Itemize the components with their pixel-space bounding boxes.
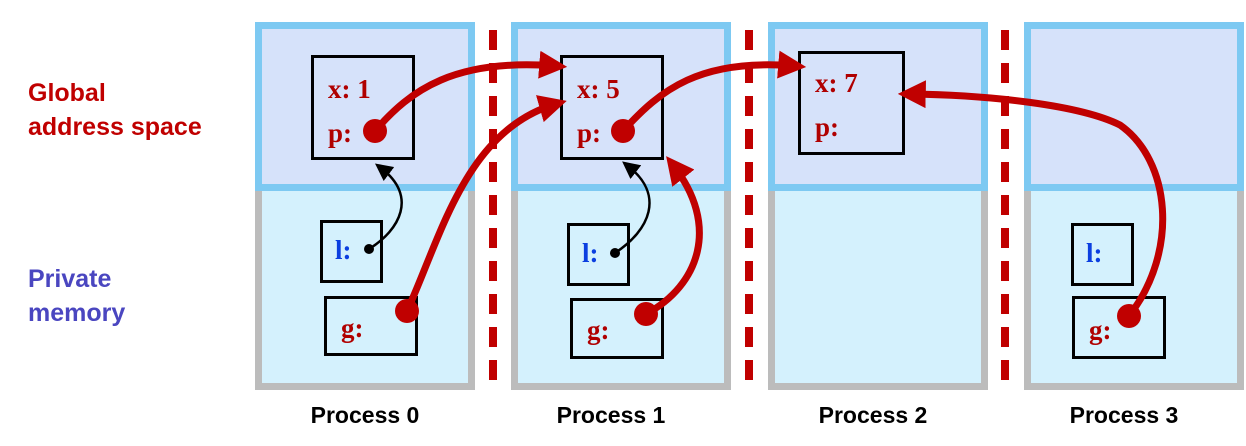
process-0-global-region [255, 22, 475, 191]
process-0-g-box: g: [324, 296, 418, 356]
process-1-p-pointer-dot [611, 119, 635, 143]
process-2-shared-box: x: 7 p: [798, 51, 905, 155]
global-label-line-2: address space [28, 113, 202, 141]
process-1-l-pointer-dot [610, 248, 620, 258]
process-0-l-to-shared-arrow [368, 163, 403, 251]
process-0-g-to-process-1-x-arrow [403, 95, 567, 315]
process-1-p-label: p: [577, 118, 602, 148]
process-1-shared-box: x: 5 p: [560, 55, 664, 160]
process-0-g-label: g: [341, 313, 364, 343]
private-memory-label: Private memory [28, 262, 125, 330]
process-divider-0-1 [489, 30, 497, 385]
process-0-g-pointer-dot [395, 299, 419, 323]
process-1-x-value: x: 5 [577, 74, 620, 104]
process-0-p-to-process-1-x-arrow [371, 50, 568, 135]
private-label-line-2: memory [28, 299, 126, 327]
process-2-p-label: p: [815, 112, 840, 142]
global-label-line-1: Global [28, 79, 106, 107]
process-1-l-to-shared-arrow [614, 161, 651, 255]
private-label-line-1: Private [28, 265, 112, 293]
process-3-g-label: g: [1089, 315, 1112, 345]
process-3-l-label: l: [1086, 238, 1103, 268]
process-1-g-pointer-dot [634, 302, 658, 326]
process-0-private-region [255, 191, 475, 390]
process-0-p-pointer-dot [363, 119, 387, 143]
process-1-l-box: l: [567, 223, 630, 286]
process-2-label: Process 2 [818, 402, 928, 428]
process-3-g-pointer-dot [1117, 304, 1141, 328]
process-0-l-pointer-dot [364, 244, 374, 254]
process-0-l-box: l: [320, 220, 383, 283]
process-0-label: Process 0 [310, 402, 420, 428]
process-3-g-to-process-2-x-arrow [897, 80, 1167, 320]
process-1-g-box: g: [570, 298, 664, 359]
global-address-space-label: Global address space [28, 76, 202, 144]
process-2-global-region [768, 22, 988, 191]
process-1-label: Process 1 [556, 402, 666, 428]
process-0-shared-box: x: 1 p: [311, 55, 415, 160]
process-1-l-label: l: [582, 238, 599, 268]
process-0-l-label: l: [335, 235, 352, 265]
process-3-label: Process 3 [1069, 402, 1179, 428]
process-divider-2-3 [1001, 30, 1009, 385]
process-divider-1-2 [745, 30, 753, 385]
process-1-g-to-process-1-x-arrow [642, 156, 703, 318]
process-3-g-box: g: [1072, 296, 1166, 359]
process-1-p-to-process-2-x-arrow [619, 50, 807, 135]
process-2-x-value: x: 7 [815, 68, 858, 98]
process-2-private-region [768, 191, 988, 390]
process-0-x-value: x: 1 [328, 74, 371, 104]
process-0-p-label: p: [328, 118, 353, 148]
process-3-l-box: l: [1071, 223, 1134, 286]
process-1-g-label: g: [587, 315, 610, 345]
